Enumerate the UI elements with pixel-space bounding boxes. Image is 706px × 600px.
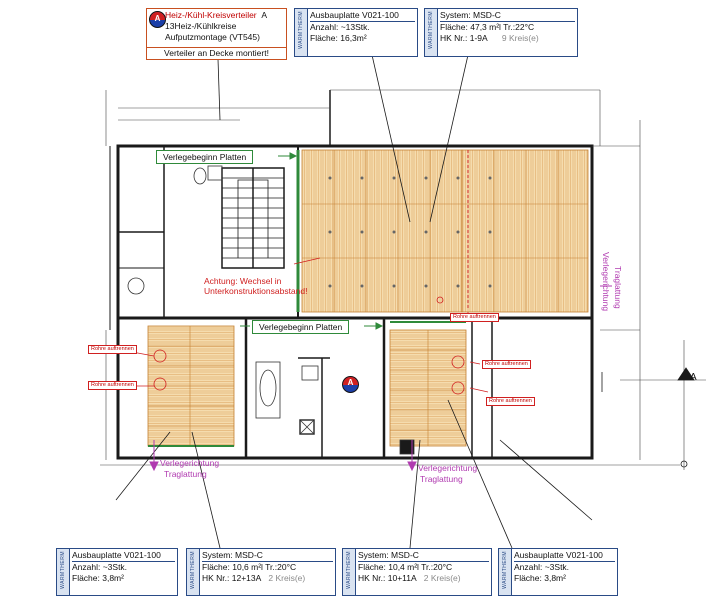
box-line: Anzahl: ~13Stk. bbox=[310, 22, 370, 32]
rohre-label: Rohre auftrennen bbox=[486, 397, 535, 406]
box-line: Fläche: 47,3 m²l Tr.:22°C bbox=[440, 22, 535, 32]
rohre-label: Rohre auftrennen bbox=[450, 313, 499, 322]
distributor-info-box: A Heiz-/Kühl-Kreisverteiler A 13Heiz-/Kü… bbox=[146, 8, 287, 60]
section-axis-label: A bbox=[690, 372, 697, 383]
box-line: Fläche: 16,3m² bbox=[310, 33, 367, 43]
distributor-letter: A bbox=[261, 10, 268, 20]
label-box-top-mid: WARMTHERM Ausbauplatte V021-100 Anzahl: … bbox=[294, 8, 418, 57]
brand-label: WARMTHERM bbox=[502, 551, 508, 589]
distributor-circuits: 13Heiz-/Kühlkreise bbox=[165, 21, 237, 31]
fixtures bbox=[127, 165, 415, 455]
axis-markers bbox=[601, 367, 695, 468]
staircase bbox=[221, 167, 285, 269]
support-label: Traglattung bbox=[164, 469, 207, 479]
direction-label: Verlegerichtung bbox=[601, 252, 611, 312]
brand-label: WARMTHERM bbox=[190, 551, 196, 589]
left-room-plates bbox=[147, 325, 235, 447]
box-line: Anzahl: ~3Stk. bbox=[514, 562, 570, 572]
distributor-title: Heiz-/Kühl-Kreisverteiler bbox=[165, 10, 257, 20]
circuit-count: 2 Kreis(e) bbox=[268, 573, 306, 583]
support-label: Traglattung bbox=[613, 266, 623, 309]
direction-label: Verlegerichtung bbox=[418, 463, 478, 473]
label-box-bottom-3: WARMTHERM System: MSD-C Fläche: 10,4 m²l… bbox=[342, 548, 492, 596]
label-box-bottom-2: WARMTHERM System: MSD-C Fläche: 10,6 m²l… bbox=[186, 548, 336, 596]
direction-label: Verlegerichtung bbox=[160, 458, 220, 468]
box-line: Fläche: 10,6 m²l Tr.:20°C bbox=[202, 562, 297, 572]
label-box-bottom-1: WARMTHERM Ausbauplatte V021-100 Anzahl: … bbox=[56, 548, 178, 596]
brand-label: WARMTHERM bbox=[60, 551, 66, 589]
right-room-plates bbox=[389, 321, 467, 447]
box-line: HK Nr.: 1-9A bbox=[440, 33, 488, 43]
box-line: Ausbauplatte V021-100 bbox=[72, 550, 175, 562]
label-box-top-right: WARMTHERM System: MSD-C Fläche: 47,3 m²l… bbox=[424, 8, 578, 57]
distributor-location-icon: A bbox=[342, 376, 359, 393]
support-label: Traglattung bbox=[420, 474, 463, 484]
verlegebeginn-top: Verlegebeginn Platten bbox=[156, 150, 254, 164]
box-line: Ausbauplatte V021-100 bbox=[514, 550, 615, 562]
box-line: System: MSD-C bbox=[202, 550, 333, 562]
direction-arrows bbox=[149, 285, 612, 472]
distributor-note: Verteiler an Decke montiert! bbox=[147, 47, 286, 59]
rohre-label: Rohre auftrennen bbox=[482, 360, 531, 369]
leader-lines bbox=[115, 54, 593, 549]
box-line: Anzahl: ~3Stk. bbox=[72, 562, 128, 572]
box-line: Fläche: 10,4 m²l Tr.:20°C bbox=[358, 562, 453, 572]
box-line: HK Nr.: 12+13A bbox=[202, 573, 262, 583]
box-line: System: MSD-C bbox=[440, 10, 575, 22]
warning-line-1: Achtung: Wechsel in bbox=[204, 276, 282, 286]
box-line: System: MSD-C bbox=[358, 550, 489, 562]
distributor-marker-icon: A bbox=[149, 11, 166, 28]
circuit-count: 2 Kreis(e) bbox=[423, 573, 461, 583]
distributor-mounting: Aufputzmontage (VT545) bbox=[165, 32, 260, 42]
circuit-count: 9 Kreis(e) bbox=[501, 33, 539, 43]
brand-label: WARMTHERM bbox=[346, 551, 352, 589]
verlegebeginn-mid: Verlegebeginn Platten bbox=[252, 320, 350, 334]
rohre-label: Rohre auftrennen bbox=[88, 381, 137, 390]
box-line: Fläche: 3,8m² bbox=[514, 573, 566, 583]
label-box-bottom-4: WARMTHERM Ausbauplatte V021-100 Anzahl: … bbox=[498, 548, 618, 596]
box-line: Ausbauplatte V021-100 bbox=[310, 10, 415, 22]
rohre-label: Rohre auftrennen bbox=[88, 345, 137, 354]
brand-label: WARMTHERM bbox=[428, 11, 434, 49]
brand-label: WARMTHERM bbox=[298, 11, 304, 49]
main-room-plates bbox=[296, 149, 589, 313]
box-line: Fläche: 3,8m² bbox=[72, 573, 124, 583]
warning-line-2: Unterkonstruktionsabstand! bbox=[204, 286, 308, 296]
box-line: HK Nr.: 10+11A bbox=[358, 573, 417, 583]
start-arrows bbox=[240, 152, 384, 330]
